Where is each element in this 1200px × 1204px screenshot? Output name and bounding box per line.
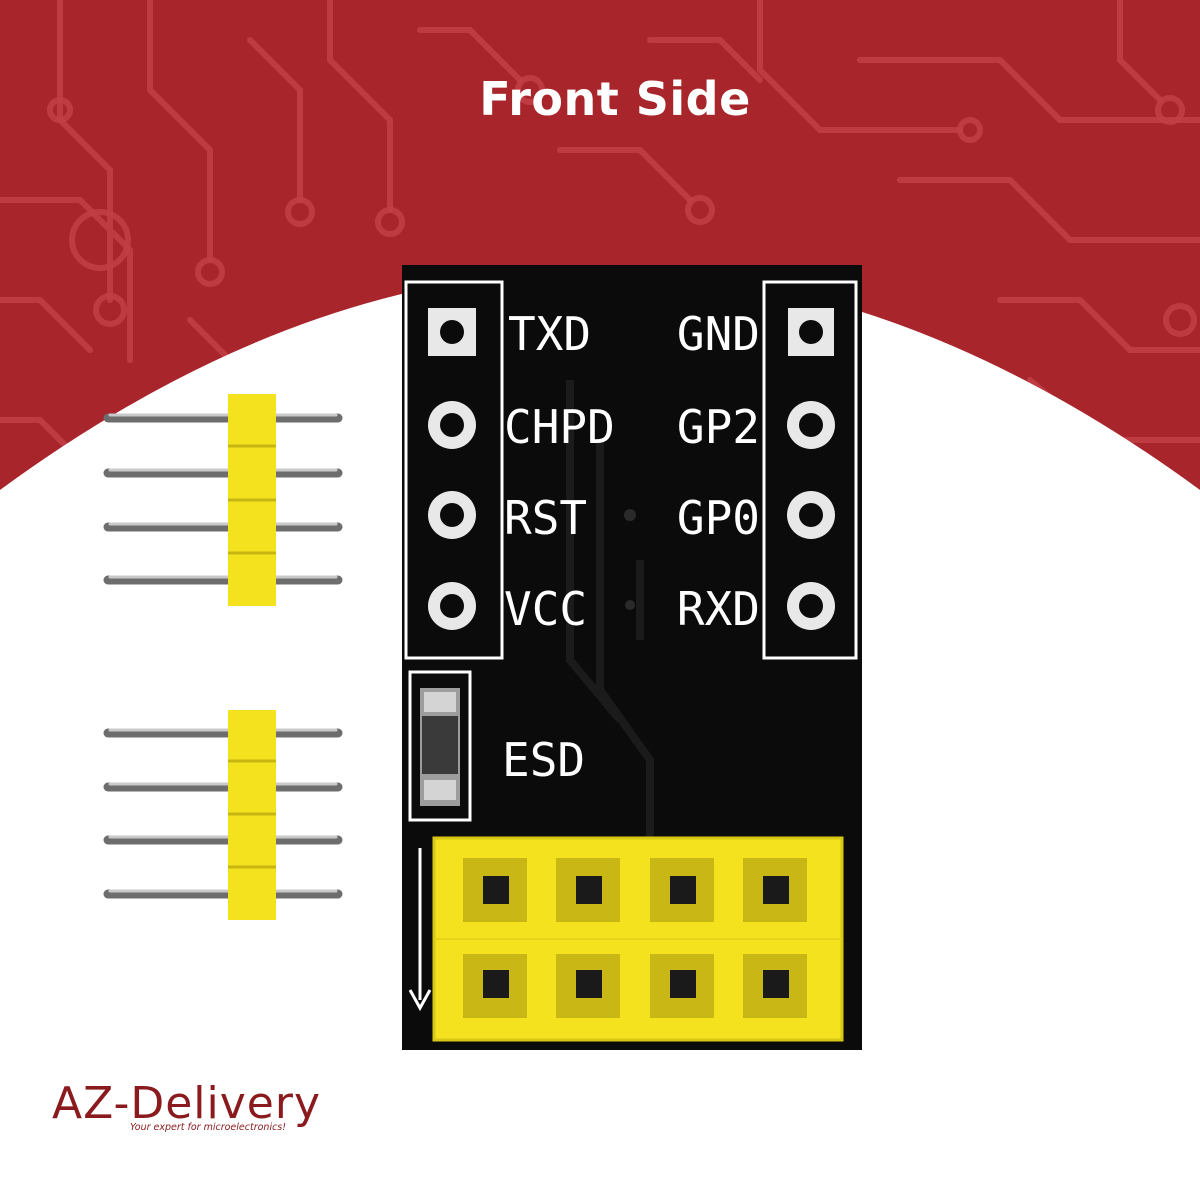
right-pads	[787, 308, 835, 630]
brand-tagline: Your expert for microelectronics!	[130, 1122, 287, 1133]
esd-component	[420, 688, 460, 806]
pin-label-gp2: GP2	[677, 400, 760, 454]
pin-header-top	[103, 394, 343, 606]
pin-label-txd: TXD	[508, 307, 591, 361]
brand-name: AZ-Delivery	[52, 1078, 321, 1129]
female-header-2x4	[432, 836, 844, 1042]
pin-header-bottom	[103, 710, 343, 920]
brand-logo: AZ-Delivery Your expert for microelectro…	[52, 1082, 372, 1142]
pcb-board: TXD CHPD RST VCC GND GP2 GP0 RXD ESD	[402, 265, 862, 1050]
pin-label-rxd: RXD	[677, 582, 760, 636]
pin-label-chpd: CHPD	[504, 400, 615, 454]
pin-label-rst: RST	[504, 491, 587, 545]
pin-label-gnd: GND	[677, 307, 760, 361]
left-pads	[428, 308, 476, 630]
pin-label-vcc: VCC	[504, 582, 587, 636]
esd-label: ESD	[502, 733, 585, 787]
pin-label-gp0: GP0	[677, 491, 760, 545]
page-title: Front Side	[479, 72, 751, 126]
